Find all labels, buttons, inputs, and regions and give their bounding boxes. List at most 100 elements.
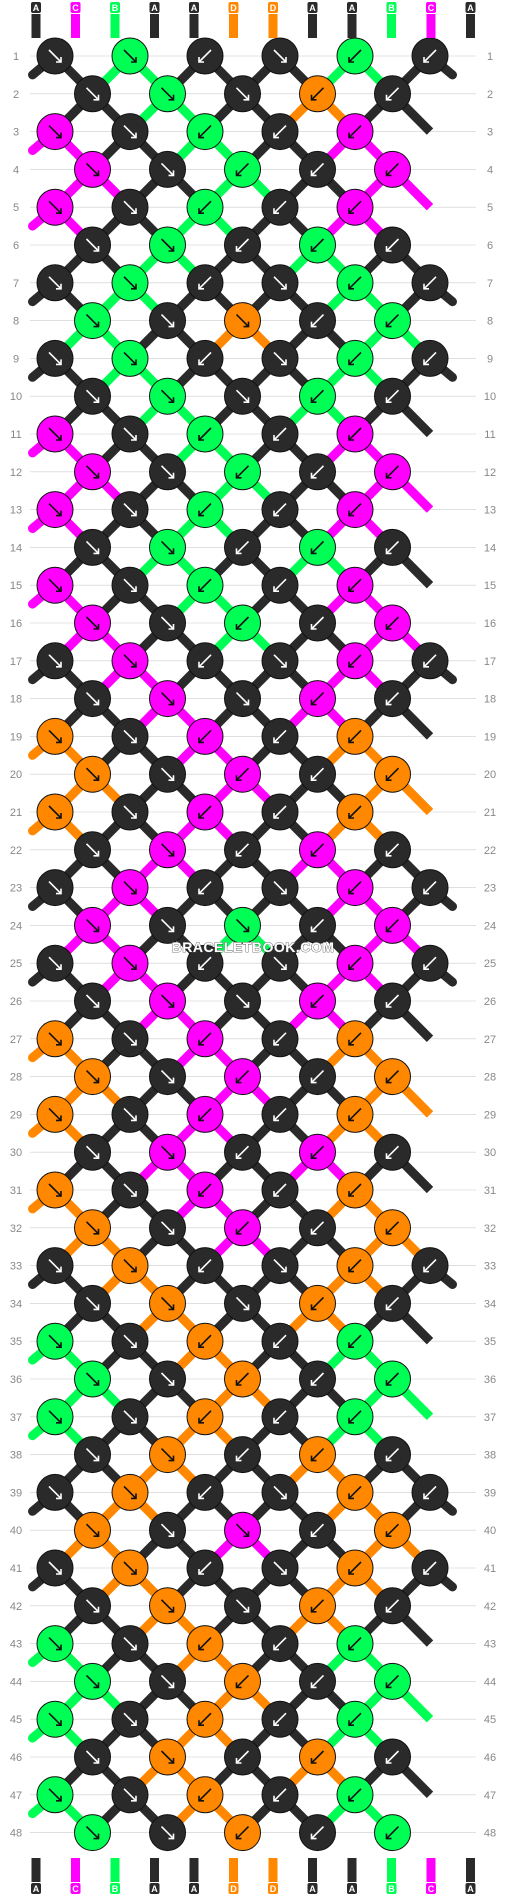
knot-arrow xyxy=(310,238,325,252)
knot-arrow xyxy=(85,1221,100,1235)
knot-arrowhead xyxy=(56,1417,62,1424)
knot-arrowhead xyxy=(385,1455,392,1462)
knot-arrow xyxy=(348,1107,362,1121)
knot-arrow xyxy=(310,994,325,1008)
string-label-top-bg xyxy=(268,2,278,13)
string-label-top-bg xyxy=(189,2,199,13)
row-label-right: 19 xyxy=(484,731,496,743)
knot-arrow xyxy=(235,1372,250,1386)
knot-arrowhead xyxy=(131,57,137,63)
row-label-left: 11 xyxy=(10,429,21,441)
knot-arrowhead xyxy=(243,1606,250,1613)
row-label-right: 46 xyxy=(484,1752,496,1764)
knot-arrow xyxy=(348,1183,362,1197)
knot-arrow xyxy=(385,1145,400,1159)
string-label-bottom-bg xyxy=(307,1883,318,1894)
knot-arrowhead xyxy=(310,321,317,328)
knot-arrowhead xyxy=(56,1720,62,1726)
knot-arrowhead xyxy=(385,1153,392,1159)
row-label-right: 25 xyxy=(484,958,496,970)
string-label-bottom: A xyxy=(33,1884,40,1894)
knot-arrow xyxy=(273,49,287,63)
knot-arrow xyxy=(273,1485,287,1499)
string-label-top-bg xyxy=(70,2,81,13)
knot-arrow xyxy=(310,162,325,176)
knot-arrowhead xyxy=(310,1833,317,1840)
row-label-left: 12 xyxy=(10,467,22,479)
string-label-bottom-bg xyxy=(347,1883,357,1894)
knot-arrow xyxy=(160,238,175,252)
row-label-right: 11 xyxy=(484,429,495,441)
knot-arrow xyxy=(423,1259,437,1273)
knot-arrow xyxy=(198,200,212,214)
knot-arrowhead xyxy=(168,1153,175,1159)
knot-arrow xyxy=(48,1485,62,1499)
knot-arrow xyxy=(48,729,62,743)
row-label-right: 3 xyxy=(487,127,493,139)
knot-arrow xyxy=(348,578,362,592)
knot-arrowhead xyxy=(131,1644,137,1651)
string-label-bottom: A xyxy=(349,1884,356,1894)
knot-arrowhead xyxy=(310,1380,317,1386)
knot-arrow xyxy=(423,276,437,290)
knot-arrowhead xyxy=(131,1342,137,1348)
knot-arrow xyxy=(85,314,100,328)
row-label-right: 7 xyxy=(487,278,493,290)
knot-arrowhead xyxy=(385,1002,392,1008)
row-label-left: 16 xyxy=(10,618,22,630)
knot-arrow xyxy=(85,1070,100,1084)
knot-arrow xyxy=(198,1334,212,1348)
knot-arrowhead xyxy=(243,926,250,933)
row-label-right: 9 xyxy=(487,353,493,365)
knot-arrowhead xyxy=(281,359,287,366)
row-label-right: 34 xyxy=(484,1298,496,1310)
knot-arrow xyxy=(310,389,325,403)
knot-arrowhead xyxy=(56,57,62,63)
knot-arrowhead xyxy=(198,737,204,744)
knot-arrowhead xyxy=(310,1758,317,1764)
knot-arrow xyxy=(160,314,175,328)
knot-arrow xyxy=(273,1259,287,1273)
knot-arrow xyxy=(385,616,400,630)
knot-arrow xyxy=(198,503,212,517)
knot-arrowhead xyxy=(198,1720,204,1726)
knot-arrowhead xyxy=(131,661,137,668)
knot-arrow xyxy=(160,1372,175,1386)
knot-arrowhead xyxy=(273,132,279,139)
knot-arrow xyxy=(85,692,100,706)
knot-arrowhead xyxy=(56,132,62,139)
knot-arrowhead xyxy=(243,1304,250,1311)
knot-arrow xyxy=(235,314,250,328)
knot-arrow xyxy=(85,918,100,932)
knot-arrow xyxy=(310,616,325,630)
knot-arrow xyxy=(198,956,212,970)
knot-arrowhead xyxy=(235,170,242,177)
knot-arrowhead xyxy=(385,94,392,101)
row-label-right: 43 xyxy=(484,1639,496,1651)
knot-arrowhead xyxy=(168,926,175,933)
knot-arrowhead xyxy=(131,964,137,971)
knot-arrowhead xyxy=(281,661,287,668)
knot-arrow xyxy=(48,1561,62,1575)
knot-arrowhead xyxy=(348,1115,354,1122)
knot-arrow xyxy=(48,1712,62,1726)
row-label-left: 24 xyxy=(10,920,22,932)
knot-arrow xyxy=(123,729,137,743)
knot-arrowhead xyxy=(168,397,175,404)
knot-arrow xyxy=(85,767,100,781)
row-label-right: 18 xyxy=(484,694,496,706)
row-label-left: 29 xyxy=(10,1109,22,1121)
knot-arrowhead xyxy=(198,1569,204,1575)
knot-arrow xyxy=(160,1599,175,1613)
knot-arrow xyxy=(348,200,362,214)
row-label-left: 10 xyxy=(10,391,22,403)
knot-arrowhead xyxy=(131,1417,137,1424)
knot-arrow xyxy=(85,540,100,554)
knot-arrowhead xyxy=(273,586,279,593)
knot-arrow xyxy=(123,1032,137,1046)
knot-arrowhead xyxy=(56,435,62,441)
row-label-left: 5 xyxy=(13,202,19,214)
string-label-top: B xyxy=(388,3,395,13)
knot-arrow xyxy=(235,767,250,781)
knot-arrowhead xyxy=(281,964,287,971)
